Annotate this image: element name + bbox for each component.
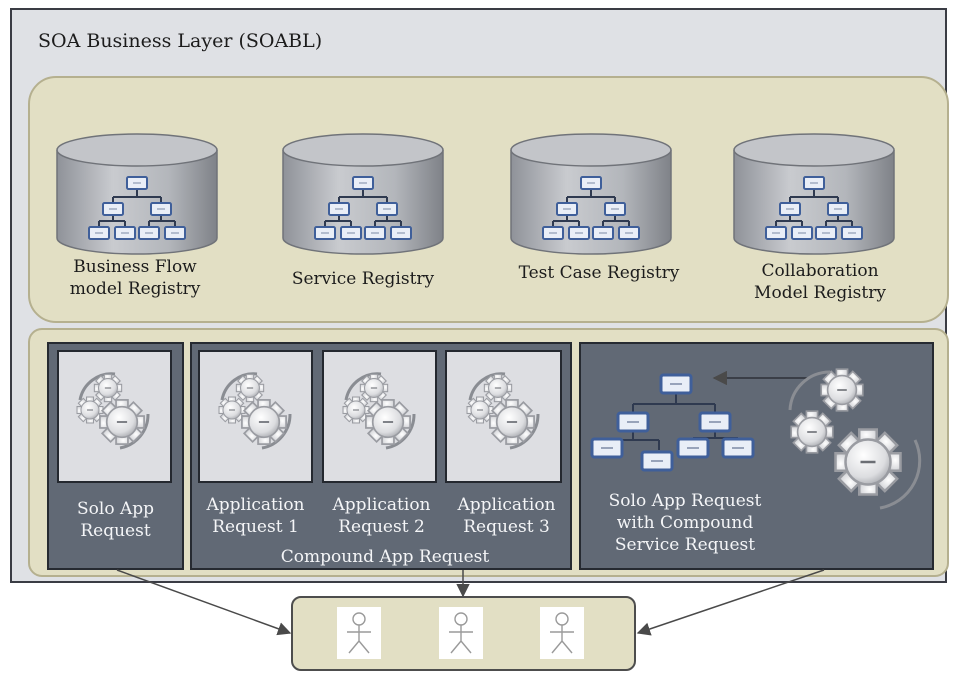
cylinder-test-case-registry [510, 133, 672, 255]
layer-title: SOA Business Layer (SOABL) [38, 30, 323, 52]
stick-figure-icon [336, 606, 382, 660]
cylinder-business-flow [56, 133, 218, 255]
compound-app-request-label: Compound App Request [280, 547, 490, 567]
gear-icon-application-1 [219, 374, 290, 448]
connector-arrows [116, 569, 825, 636]
gear-icon-application-3 [467, 374, 538, 448]
gear-icon-compound-service [788, 368, 922, 510]
service-hierarchy-icon [590, 373, 755, 472]
stick-figure-icon [539, 606, 585, 660]
registry-label-test-case: Test Case Registry [518, 263, 680, 283]
cylinder-collaboration-registry [733, 133, 895, 255]
stick-figure-icon [438, 606, 484, 660]
gear-icon-application-2 [343, 374, 414, 448]
gear-icon-solo [77, 374, 148, 448]
cylinder-service-registry [282, 133, 444, 255]
registry-label-service: Service Registry [291, 269, 435, 289]
